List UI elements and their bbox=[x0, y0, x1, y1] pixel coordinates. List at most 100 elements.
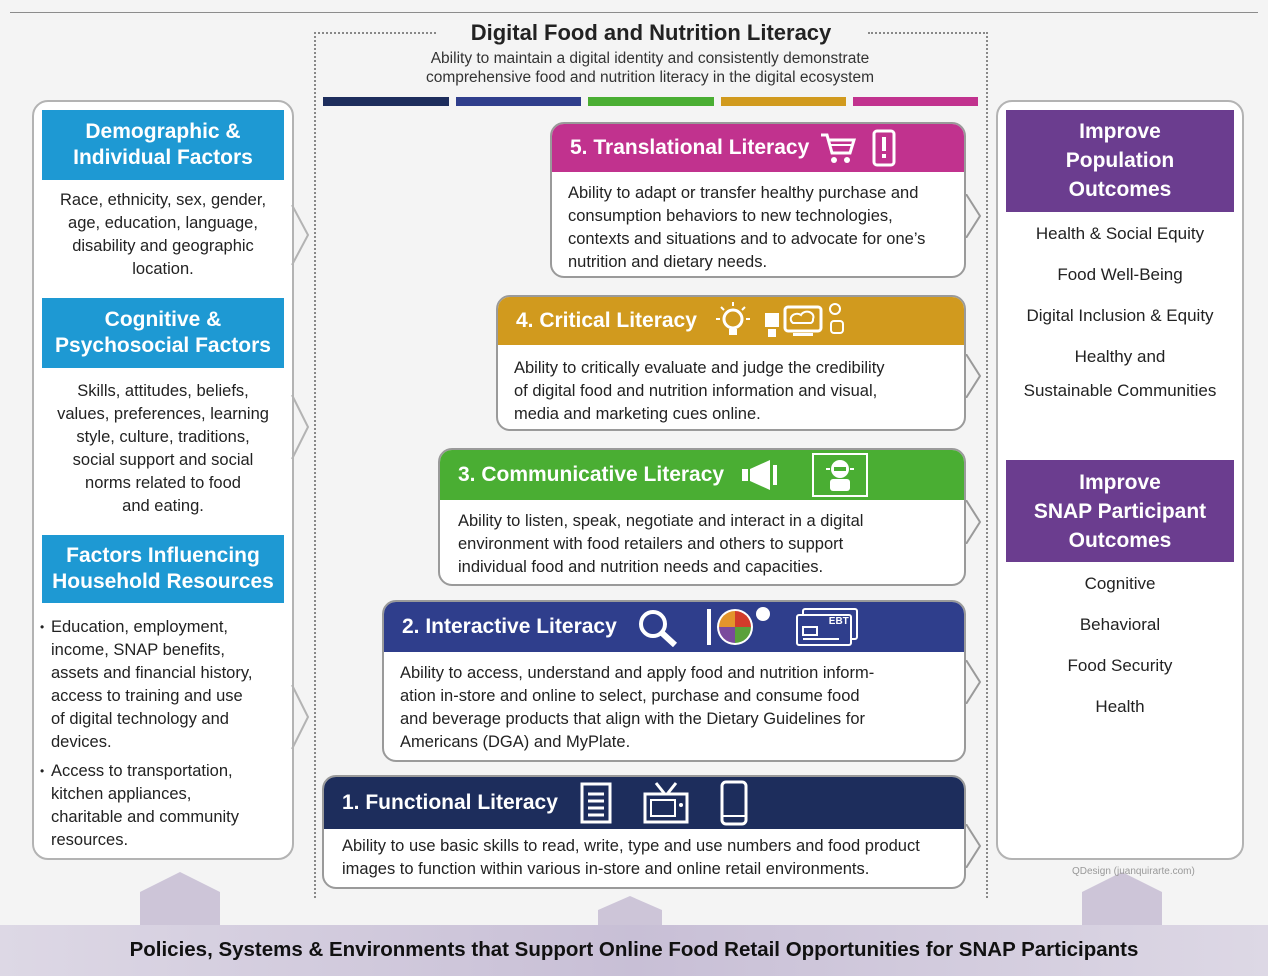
translational-literacy-card: 5. Translational Literacy Ability to ada… bbox=[550, 122, 966, 278]
subtitle-line: Ability to maintain a digital identity a… bbox=[430, 50, 870, 67]
footer-band bbox=[0, 925, 1268, 976]
heading-line: Factors Influencing bbox=[66, 544, 260, 567]
population-outcomes-heading: Improve Population Outcomes bbox=[1006, 110, 1234, 212]
bullet-item: Access to transportation, kitchen applia… bbox=[40, 760, 290, 852]
text-line: charitable and community bbox=[51, 808, 240, 826]
center-dotted-frame bbox=[314, 32, 988, 898]
heading-line: Cognitive & bbox=[104, 308, 222, 331]
text-line: Access to transportation, bbox=[51, 762, 233, 780]
chatbot-icon bbox=[812, 453, 869, 497]
text-line: norms related to food bbox=[85, 474, 241, 492]
heading-line: Outcomes bbox=[1068, 178, 1172, 201]
smartphone-icon bbox=[720, 780, 748, 826]
page-subtitle: Ability to maintain a digital identity a… bbox=[340, 49, 960, 87]
text-line: income, SNAP benefits, bbox=[51, 641, 225, 659]
text-line: access to training and use bbox=[51, 687, 243, 705]
population-outcome-item: Digital Inclusion & Equity bbox=[1026, 306, 1214, 325]
text-line: Ability to access, understand and apply … bbox=[400, 664, 875, 682]
text-line: images to function within various in-sto… bbox=[342, 860, 870, 878]
household-bullets: Education, employment, income, SNAP bene… bbox=[40, 616, 290, 858]
heading-line: Individual Factors bbox=[73, 146, 253, 169]
population-outcome-item: Food Well-Being bbox=[1057, 265, 1183, 284]
heading-line: Demographic & bbox=[85, 120, 241, 143]
ebt-card-icon: EBT bbox=[795, 607, 859, 647]
left-panel-chevrons bbox=[291, 205, 310, 750]
bullet-item: Education, employment, income, SNAP bene… bbox=[40, 616, 290, 754]
text-line: style, culture, traditions, bbox=[76, 428, 250, 446]
functional-literacy-card: 1. Functional Literacy Ability to use ba… bbox=[322, 775, 966, 889]
heading-line: Improve bbox=[1079, 471, 1161, 494]
functional-literacy-title: 1. Functional Literacy bbox=[342, 791, 558, 814]
text-line: contexts and situations and to advocate … bbox=[568, 230, 926, 248]
subtitle-line: comprehensive food and nutrition literac… bbox=[425, 69, 875, 86]
demographic-heading: Demographic & Individual Factors bbox=[42, 110, 284, 180]
document-icon bbox=[580, 782, 612, 824]
dotted-top-left bbox=[314, 32, 436, 34]
ebt-label: EBT bbox=[828, 616, 849, 627]
text-line: Americans (DGA) and MyPlate. bbox=[400, 733, 631, 751]
text-line: nutrition and dietary needs. bbox=[568, 253, 768, 271]
shopping-cart-icon bbox=[821, 133, 857, 163]
household-heading: Factors Influencing Household Resources bbox=[42, 535, 284, 603]
translational-chevron bbox=[965, 194, 982, 238]
text-line: assets and financial history, bbox=[51, 664, 253, 682]
lightbulb-icon bbox=[715, 302, 750, 335]
critical-literacy-header: 4. Critical Literacy bbox=[498, 297, 964, 345]
translational-literacy-header: 5. Translational Literacy bbox=[552, 124, 964, 172]
snap-outcomes-heading: Improve SNAP Participant Outcomes bbox=[1006, 460, 1234, 562]
up-arrow-left bbox=[140, 872, 220, 932]
text-line: Ability to listen, speak, negotiate and … bbox=[458, 512, 864, 530]
magnifier-icon bbox=[638, 610, 677, 647]
text-line: Ability to use basic skills to read, wri… bbox=[342, 837, 920, 855]
color-bar-critical bbox=[721, 97, 846, 106]
population-outcome-item: Health & Social Equity bbox=[1035, 224, 1205, 243]
population-outcome-item: Healthy and bbox=[1074, 347, 1166, 366]
snap-outcome-item: Health bbox=[1095, 697, 1145, 716]
text-line: and beverage products that align with th… bbox=[400, 710, 866, 728]
text-line: Education, employment, bbox=[51, 618, 229, 636]
demographic-text: Race, ethnicity, sex, gender, age, educa… bbox=[42, 189, 284, 281]
text-line: disability and geographic bbox=[72, 237, 254, 255]
text-line: Race, ethnicity, sex, gender, bbox=[59, 191, 267, 209]
design-credit: QDesign (juanquirarte.com) bbox=[1072, 866, 1195, 877]
color-bar-interactive bbox=[456, 97, 581, 106]
critical-literacy-text: Ability to critically evaluate and judge… bbox=[514, 357, 960, 426]
heading-line: Improve bbox=[1079, 120, 1161, 143]
critical-chevron bbox=[965, 354, 982, 398]
interactive-literacy-card: 2. Interactive Literacy EBT Ability to a… bbox=[382, 600, 966, 762]
heading-line: Household Resources bbox=[52, 570, 274, 593]
text-line: and eating. bbox=[122, 497, 204, 515]
snap-outcome-item: Cognitive bbox=[1084, 574, 1156, 593]
color-bar-functional bbox=[323, 97, 449, 106]
interactive-chevron bbox=[965, 660, 982, 704]
dotted-top-right bbox=[868, 32, 988, 34]
communicative-literacy-text: Ability to listen, speak, negotiate and … bbox=[458, 510, 958, 579]
interactive-literacy-title: 2. Interactive Literacy bbox=[402, 615, 617, 638]
color-bar-translational bbox=[853, 97, 978, 106]
text-line: ation in-store and online to select, pur… bbox=[400, 687, 860, 705]
text-line: individual food and nutrition needs and … bbox=[458, 558, 824, 576]
cognitive-text: Skills, attitudes, beliefs, values, pref… bbox=[42, 380, 284, 518]
heading-line: Outcomes bbox=[1068, 529, 1172, 552]
myplate-icon bbox=[706, 607, 770, 645]
text-line: consumption behaviors to new technologie… bbox=[568, 207, 893, 225]
text-line: environment with food retailers and othe… bbox=[458, 535, 844, 553]
heading-line: SNAP Participant bbox=[1033, 500, 1207, 523]
communicative-literacy-card: 3. Communicative Literacy Ability to lis… bbox=[438, 448, 966, 586]
functional-literacy-header: 1. Functional Literacy bbox=[324, 777, 964, 829]
color-bar-communicative bbox=[588, 97, 714, 106]
heading-line: Psychosocial Factors bbox=[55, 334, 271, 357]
text-line: social support and social bbox=[72, 451, 254, 469]
social-media-icon bbox=[764, 303, 844, 337]
text-line: of digital food and nutrition informatio… bbox=[514, 382, 878, 400]
functional-chevron bbox=[965, 824, 982, 868]
critical-literacy-card: 4. Critical Literacy Ability to critical… bbox=[496, 295, 966, 431]
television-icon bbox=[643, 782, 689, 824]
text-line: kitchen appliances, bbox=[51, 785, 192, 803]
text-line: Skills, attitudes, beliefs, bbox=[77, 382, 249, 400]
population-outcome-item: Sustainable Communities bbox=[1023, 381, 1217, 400]
page-title: Digital Food and Nutrition Literacy bbox=[470, 20, 832, 45]
heading-line: Population bbox=[1065, 149, 1175, 172]
text-line: media and marketing cues online. bbox=[514, 405, 761, 423]
functional-literacy-text: Ability to use basic skills to read, wri… bbox=[342, 835, 962, 881]
